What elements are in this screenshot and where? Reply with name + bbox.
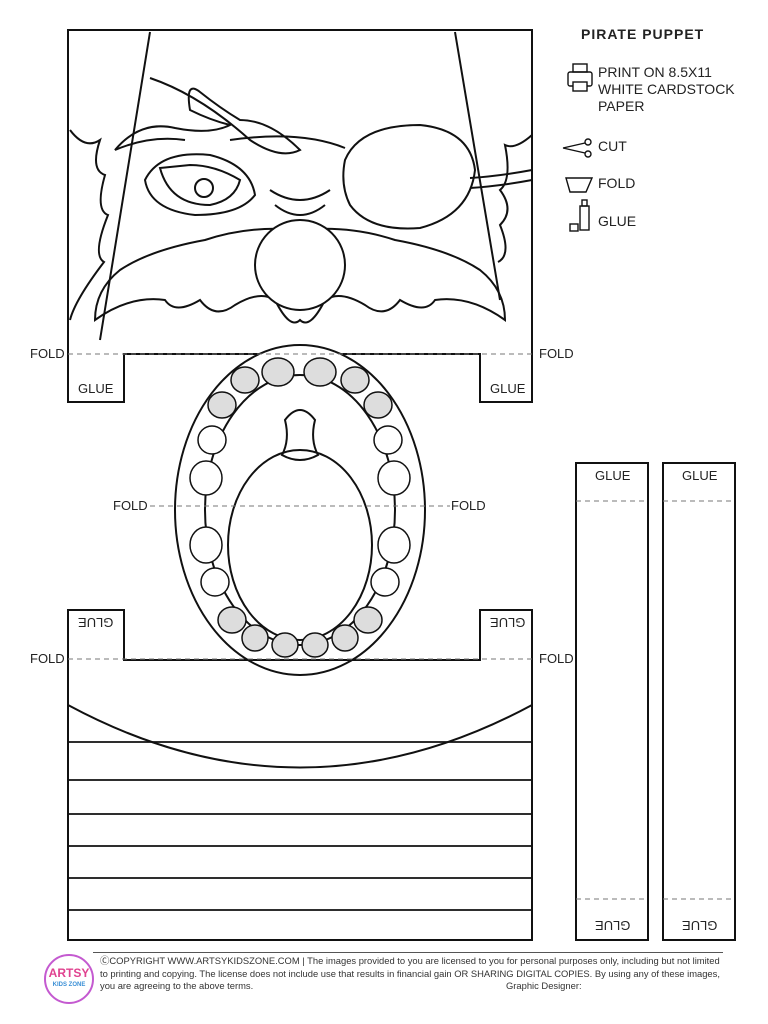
legend-fold: FOLD <box>566 175 635 199</box>
beard-left <box>69 129 110 321</box>
fold-label: FOLD <box>30 651 65 666</box>
copyright-notice: ⒸCOPYRIGHT WWW.ARTSYKIDSZONE.COM | The i… <box>100 955 720 991</box>
legend-cut: CUT <box>566 138 627 162</box>
glue-label: GLUE <box>78 381 114 396</box>
legend-print-text: PRINT ON 8.5X11 WHITE CARDSTOCK PAPER <box>598 64 735 114</box>
eyebrow-left <box>114 77 302 155</box>
nose <box>254 219 346 311</box>
fold-label: FOLD <box>451 498 486 513</box>
glue-label: GLUE <box>682 468 718 483</box>
mustache <box>93 227 507 324</box>
eye-left <box>143 153 257 217</box>
beard-right <box>497 134 533 263</box>
glue-label-flipped: GLUE <box>490 615 526 630</box>
stripes <box>68 741 532 911</box>
teeth <box>189 357 411 658</box>
scissors-icon <box>562 138 592 158</box>
designer-credit: Graphic Designer: <box>506 980 582 991</box>
fold-label: FOLD <box>113 498 148 513</box>
nose-bridge <box>269 189 331 216</box>
fold-icon <box>565 177 594 193</box>
legend-glue: GLUE <box>566 213 636 237</box>
legend-cut-text: CUT <box>598 138 627 154</box>
brand-logo: ARTSY KIDS ZONE <box>44 954 94 1004</box>
printer-icon <box>567 63 593 92</box>
legend-fold-text: FOLD <box>598 175 636 191</box>
glue-label: GLUE <box>490 381 526 396</box>
page-title: PIRATE PUPPET <box>581 26 705 42</box>
fold-label: FOLD <box>30 346 65 361</box>
strap-right <box>662 462 736 941</box>
tongue <box>227 449 373 641</box>
chin-curve <box>67 704 533 769</box>
fold-label: FOLD <box>539 651 574 666</box>
glue-label-flipped: GLUE <box>682 918 718 933</box>
jaw-panel-outline <box>67 609 533 941</box>
fold-label: FOLD <box>539 346 574 361</box>
eye-patch-strap <box>229 135 533 189</box>
eye-patch <box>342 123 477 230</box>
uvula <box>280 409 320 461</box>
glue-label: GLUE <box>595 468 631 483</box>
mouth-inner <box>204 374 396 646</box>
glue-label-flipped: GLUE <box>595 918 631 933</box>
head-panel-outline <box>67 29 533 403</box>
footer-divider <box>93 952 723 953</box>
hat-lines <box>99 31 501 341</box>
glue-icon <box>569 199 590 232</box>
strap-left <box>575 462 649 941</box>
pupil-left <box>194 178 214 198</box>
legend-print: PRINT ON 8.5X11 WHITE CARDSTOCK PAPER <box>566 64 748 115</box>
logo-bottom-text: KIDS ZONE <box>52 982 86 988</box>
logo-top-text: ARTSY <box>48 966 90 980</box>
legend-glue-text: GLUE <box>598 213 637 229</box>
glue-label-flipped: GLUE <box>78 615 114 630</box>
